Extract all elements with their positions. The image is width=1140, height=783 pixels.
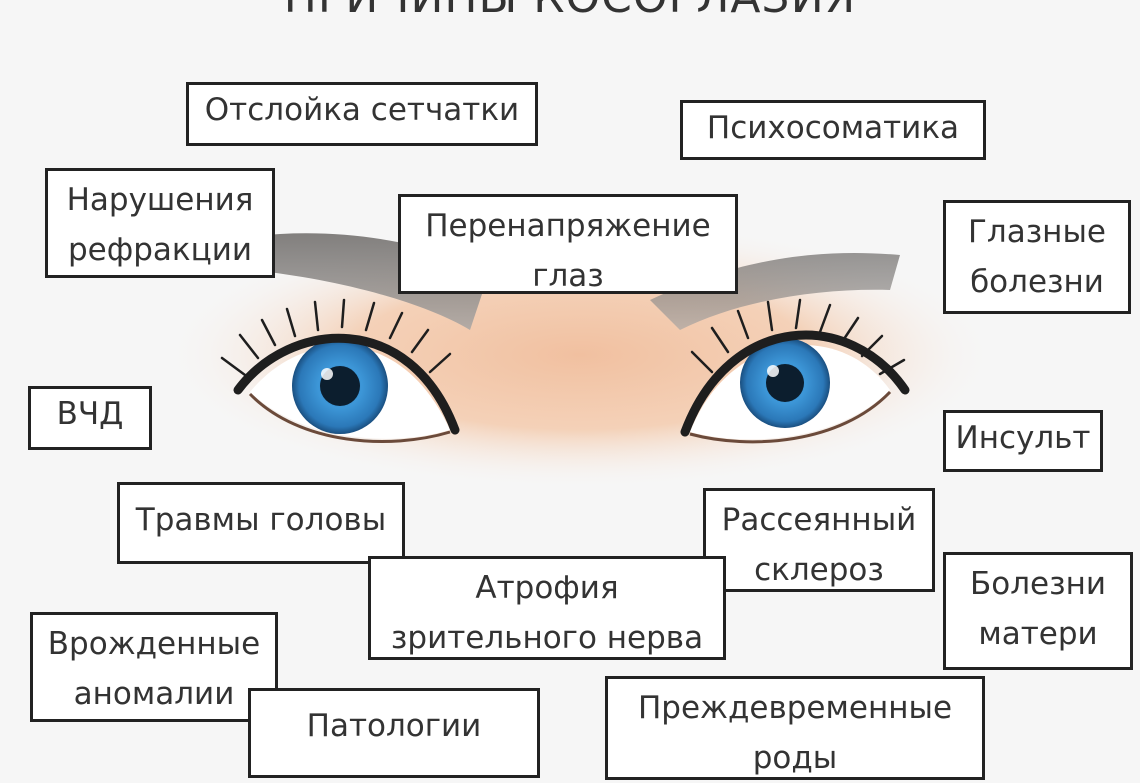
- cause-retinal-detachment: Отслойка сетчатки: [186, 82, 538, 146]
- cause-multiple-sclerosis: Рассеянный склероз: [703, 488, 935, 592]
- cause-label-line-2: болезни: [970, 264, 1104, 300]
- cause-label-line-1: Глазные: [967, 214, 1107, 250]
- cause-label-line-2: рефракции: [67, 232, 253, 268]
- eyes-illustration: [160, 220, 1000, 490]
- cause-label-line-1: Врожденные: [47, 626, 261, 662]
- cause-label-line-1: Нарушения: [66, 182, 254, 218]
- cause-label: Инсульт: [955, 420, 1091, 456]
- cause-label-line-2: матери: [978, 616, 1098, 652]
- cause-congenital-anomalies: Врожденные аномалии: [30, 612, 278, 722]
- right-eyebrow: [650, 252, 900, 330]
- cause-label-line-2: глаз: [532, 258, 604, 294]
- cause-label-line-1: Рассеянный: [721, 502, 917, 538]
- cause-label: Патологии: [306, 708, 482, 744]
- cause-optic-nerve-atrophy: Атрофия зрительного нерва: [368, 556, 726, 660]
- cause-pathologies: Патологии: [248, 688, 540, 778]
- diagram-title: ПРИЧИНЫ КОСОГЛАЗИЯ: [0, 0, 1140, 23]
- cause-label: Психосоматика: [706, 110, 960, 146]
- cause-premature-birth: Преждевременные роды: [605, 676, 985, 780]
- cause-label-line-1: Преждевременные: [637, 690, 953, 726]
- cause-label-line-2: склероз: [754, 552, 884, 588]
- cause-label-line-2: роды: [752, 740, 838, 776]
- cause-stroke: Инсульт: [943, 410, 1103, 472]
- cause-label-line-2: аномалии: [73, 676, 235, 712]
- cause-label-line-2: зрительного нерва: [390, 620, 704, 656]
- cause-eye-strain: Перенапряжение глаз: [398, 194, 738, 294]
- right-eye: [680, 298, 910, 444]
- cause-psychosomatics: Психосоматика: [680, 100, 986, 160]
- cause-mother-diseases: Болезни матери: [943, 552, 1133, 670]
- cause-eye-diseases: Глазные болезни: [943, 200, 1131, 314]
- cause-label-line-1: Болезни: [969, 566, 1107, 602]
- cause-label: ВЧД: [56, 396, 124, 432]
- cause-refraction-disorders: Нарушения рефракции: [45, 168, 275, 278]
- cause-label: Травмы головы: [135, 502, 387, 538]
- cause-label: Отслойка сетчатки: [204, 92, 520, 128]
- cause-label-line-1: Перенапряжение: [425, 208, 711, 244]
- cause-label-line-1: Атрофия: [475, 570, 619, 606]
- cause-head-injuries: Травмы головы: [117, 482, 405, 564]
- cause-intracranial-pressure: ВЧД: [28, 386, 152, 450]
- left-eye: [220, 298, 460, 443]
